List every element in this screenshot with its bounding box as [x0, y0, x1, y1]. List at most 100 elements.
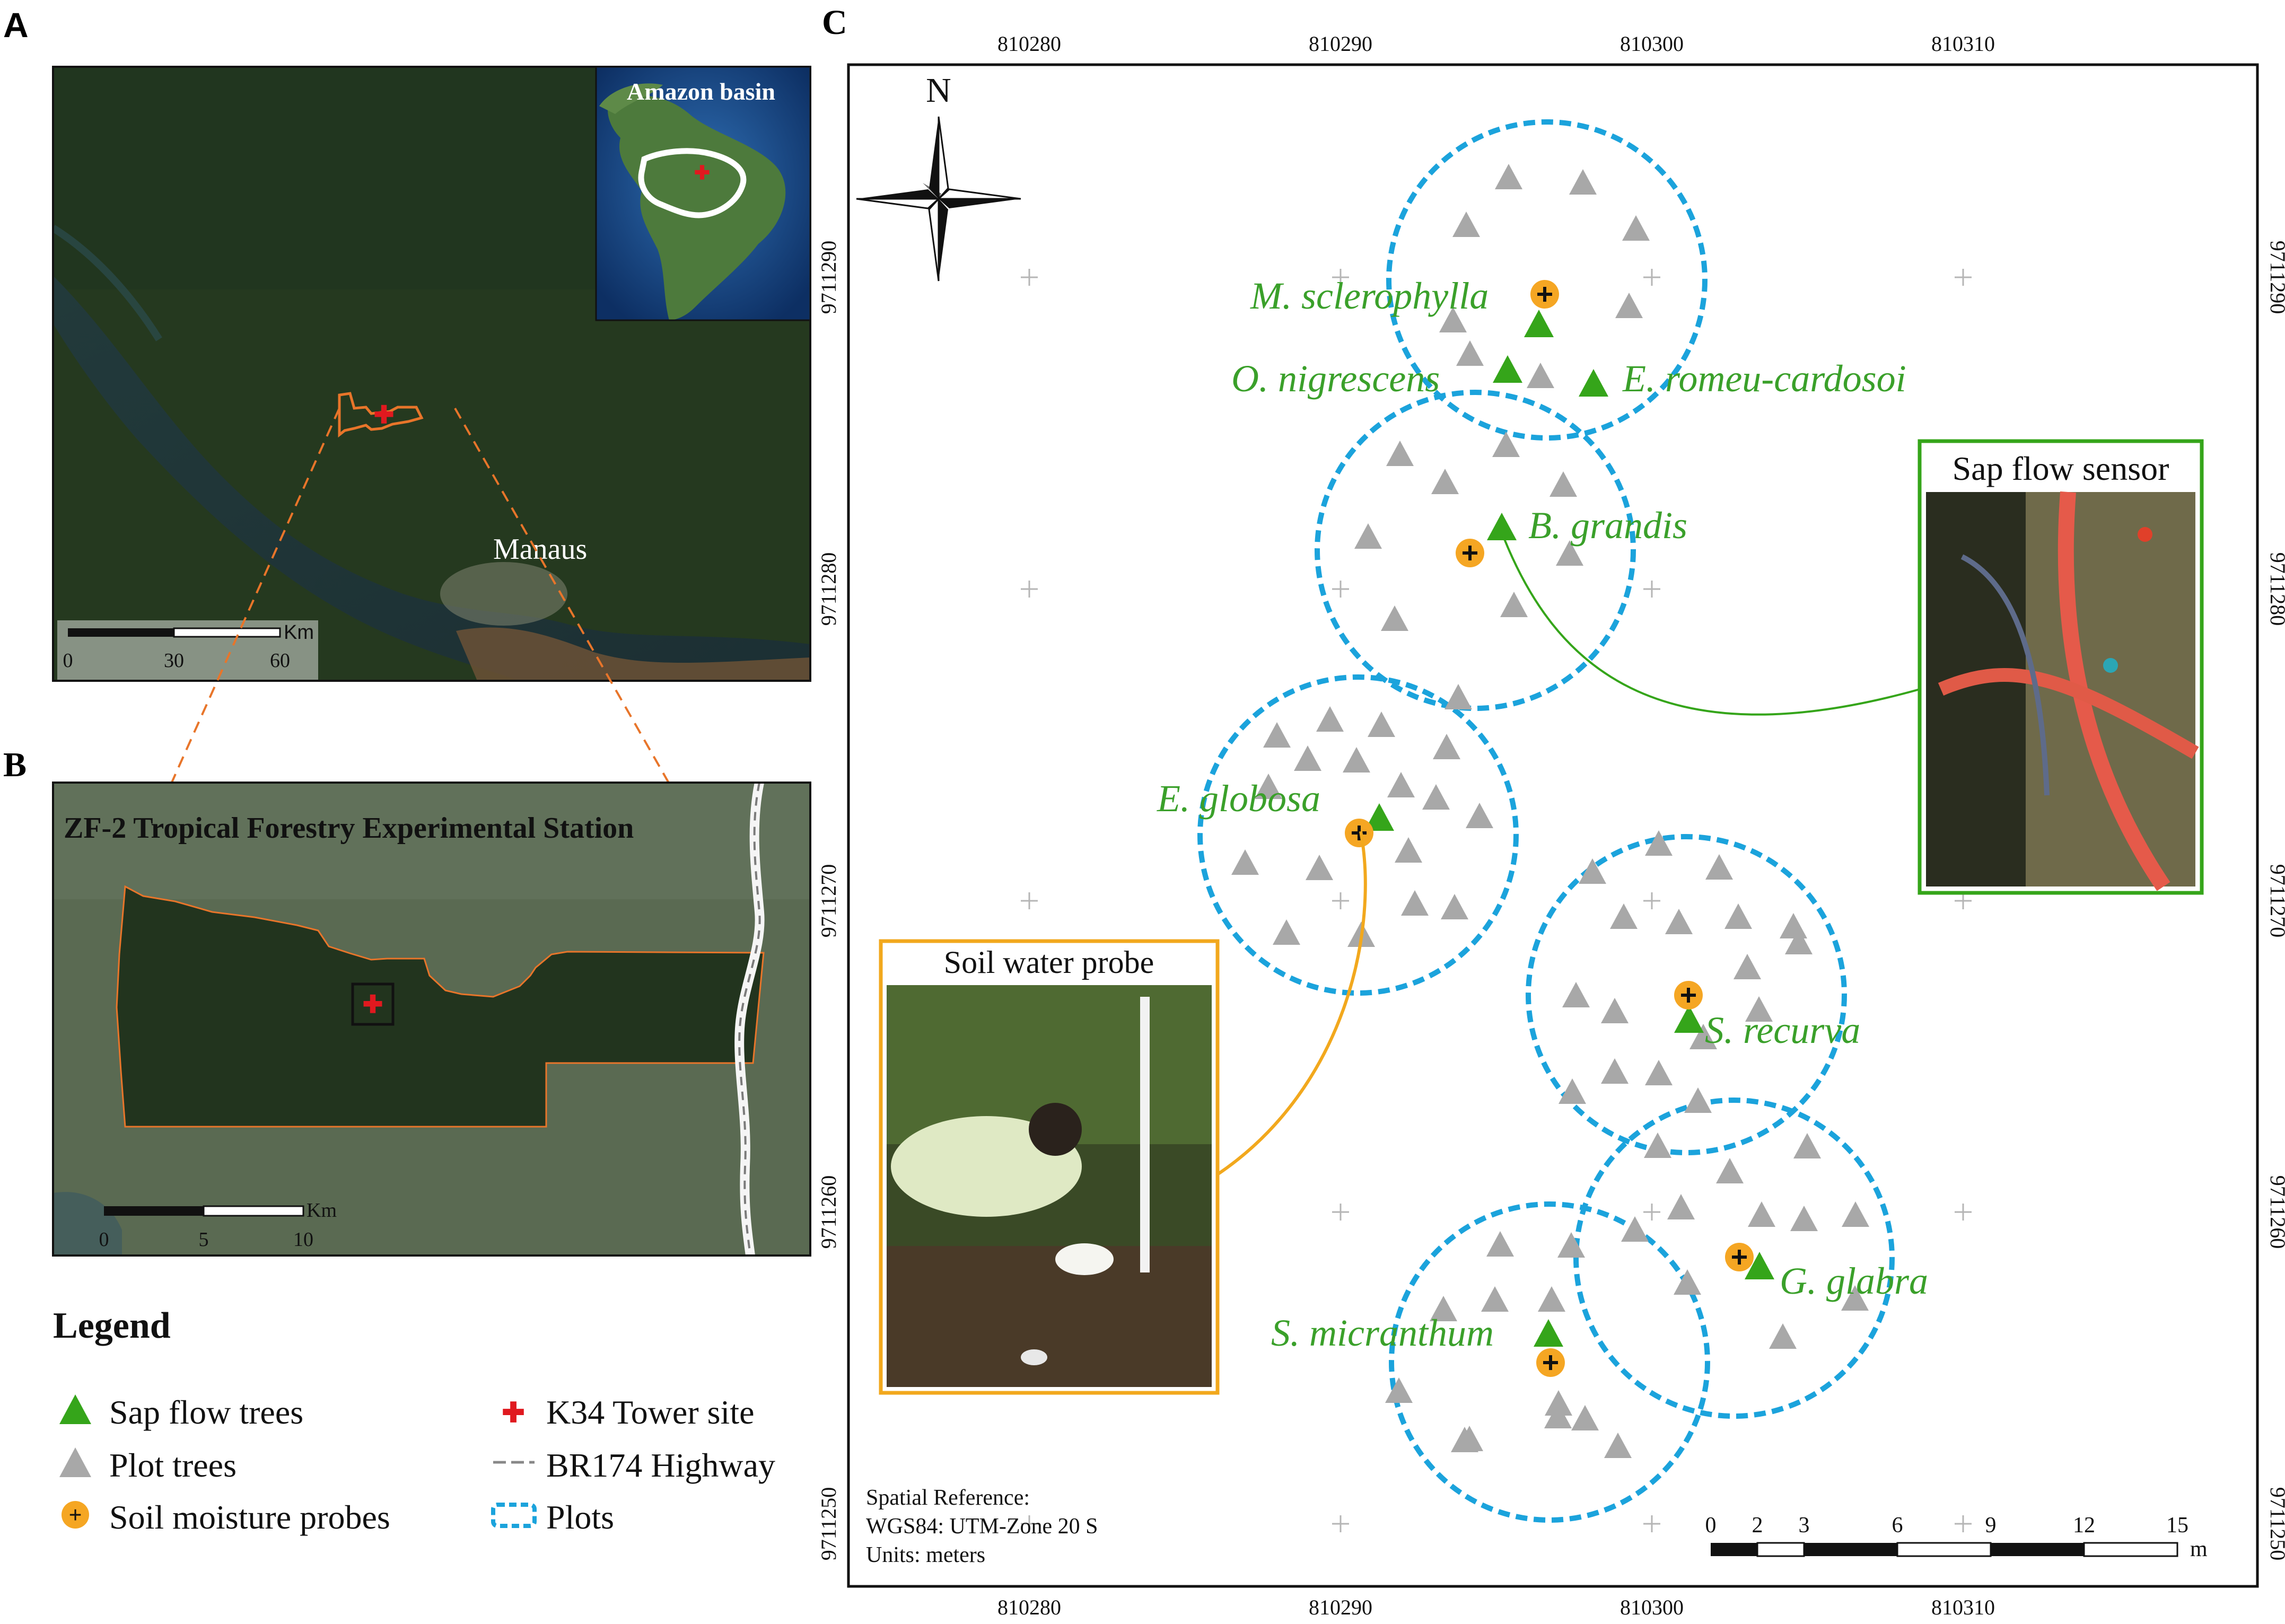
- plot-tree: [1745, 996, 1773, 1022]
- plot-trees-layer: [1231, 164, 1869, 1458]
- plot-tree: [1395, 837, 1422, 863]
- plot-tree: [1294, 745, 1321, 771]
- scalebar-c-seg: [2083, 1542, 2178, 1557]
- plot-tree: [1527, 363, 1554, 388]
- species-label: B. grandis: [1528, 504, 1687, 547]
- soil-probe-cross: [1352, 826, 1367, 840]
- scalebar-b-light: [203, 1205, 304, 1217]
- plot-tree: [1780, 913, 1807, 938]
- scalebar-c-seg: [1896, 1542, 1992, 1557]
- sap-flow-tree: [1534, 1319, 1563, 1347]
- plot-tree: [1452, 212, 1480, 237]
- plot-tree: [1343, 747, 1370, 773]
- legend-label: Plots: [546, 1498, 614, 1536]
- species-label: E. globosa: [1157, 777, 1320, 820]
- scalebar-b-unit: Km: [307, 1199, 337, 1222]
- river: [53, 276, 810, 681]
- scalebar-c-seg: [1711, 1543, 1757, 1556]
- amazon-basin-title: Amazon basin: [627, 78, 775, 105]
- graticule-cross: [1643, 892, 1660, 909]
- sap-flow-photo-box: Sap flow sensor: [1918, 439, 2204, 895]
- plot-tree: [1734, 954, 1761, 979]
- plot-tree: [1466, 803, 1493, 828]
- plot-tree: [1645, 830, 1673, 856]
- scalebar-a-tick: 0: [63, 649, 73, 672]
- soil-probe-symbol: [62, 1501, 89, 1529]
- legend-label: Plot trees: [109, 1446, 237, 1484]
- plot-tree: [1273, 919, 1300, 945]
- legend: Legend Sap flow trees Plot trees + Soil …: [53, 1305, 775, 1536]
- plot-tree: [1793, 1133, 1821, 1158]
- north-arrow: N: [856, 71, 1021, 282]
- plot-tree: [1385, 1377, 1413, 1403]
- plot-tree: [1549, 471, 1577, 497]
- plot-tree: [1486, 1231, 1514, 1257]
- legend-title: Legend: [53, 1305, 171, 1346]
- sap-flow-tree: [1493, 355, 1522, 383]
- scalebar-c-unit: m: [2190, 1537, 2208, 1561]
- soil-probe-cross: [1543, 1355, 1558, 1370]
- plot-tree: [1621, 1216, 1649, 1242]
- species-label: E. romeu-cardosoi: [1622, 357, 1906, 400]
- plot-tree: [1842, 1201, 1869, 1227]
- graticule-cross: [1332, 269, 1349, 286]
- species-labels: M. sclerophylla O. nigrescens E. romeu-c…: [1157, 275, 1928, 1354]
- y-tick-label: 9711280: [817, 552, 841, 626]
- scalebar-a-light: [173, 627, 281, 638]
- x-tick-label: 810280: [997, 32, 1061, 56]
- sap-flow-trees-layer: [1364, 310, 1774, 1347]
- plot-tree: [1401, 890, 1429, 916]
- amazon-basin-inset: ✚ Amazon basin: [595, 66, 811, 321]
- plot-tree: [1387, 772, 1415, 797]
- sap-flow-photo-title: Sap flow sensor: [1953, 450, 2169, 487]
- graticule-cross: [1643, 1204, 1660, 1221]
- panel-a-letter: A: [3, 5, 29, 45]
- species-label: O. nigrescens: [1231, 357, 1440, 400]
- plot-tree: [1615, 293, 1643, 318]
- soil-probe-cross: [1463, 546, 1477, 560]
- plot-circle: [1389, 1201, 1710, 1523]
- scalebar-a-unit: Km: [284, 621, 314, 644]
- graticule-cross: [1643, 581, 1660, 598]
- plot-tree: [1579, 858, 1606, 884]
- sap-flow-tree: [1524, 310, 1554, 337]
- graticule-cross: [1643, 269, 1660, 286]
- plot-tree: [1841, 1285, 1869, 1311]
- plot-tree: [1604, 1433, 1632, 1458]
- tower-marker-a: ✚: [374, 401, 395, 428]
- soil-probe-photo-box: Soil water probe: [879, 939, 1220, 1395]
- x-tick-label: 810300: [1620, 1595, 1684, 1619]
- plot-tree: [1674, 1269, 1701, 1295]
- panel-b-map: ✚ ZF-2 Tropical Forestry Experimental St…: [53, 783, 810, 1256]
- plot-tree: [1769, 1323, 1797, 1349]
- scalebar-b-tick: 10: [293, 1228, 313, 1251]
- plot-tree: [1431, 469, 1459, 494]
- plot-tree: [1481, 1286, 1509, 1312]
- plot-tree: [1571, 1405, 1599, 1430]
- x-tick-label: 810310: [1931, 1595, 1995, 1619]
- graticule-cross: [1332, 581, 1349, 598]
- plot-tree: [1610, 903, 1638, 929]
- plot-tree: [1500, 592, 1528, 617]
- scalebar-b-tick: 5: [199, 1228, 209, 1251]
- y-tick-label: 9711260: [2266, 1175, 2285, 1249]
- species-label: S. micranthum: [1271, 1312, 1494, 1354]
- legend-label: Soil moisture probes: [109, 1498, 390, 1536]
- plot-tree: [1263, 722, 1291, 748]
- graticule-cross: [1332, 1515, 1349, 1532]
- tower-marker-inset: ✚: [694, 162, 710, 183]
- plots-layer: [1197, 119, 1895, 1523]
- graticule-cross: [1955, 1515, 1972, 1532]
- plot-tree: [1705, 854, 1733, 880]
- plot-tree: [1545, 1390, 1572, 1416]
- plot-tree: [1495, 164, 1522, 189]
- soil-probe-cross: [1537, 287, 1552, 302]
- plot-tree: [1381, 605, 1408, 631]
- graticule-cross: [1332, 1204, 1349, 1221]
- y-tick-label: 9711270: [817, 864, 841, 938]
- graticule-cross: [1332, 892, 1349, 909]
- y-tick-label: 9711250: [817, 1487, 841, 1561]
- panel-c-letter: C: [822, 3, 847, 42]
- plot-tree: [1557, 1232, 1585, 1258]
- soil-probe-photo-title: Soil water probe: [944, 945, 1154, 980]
